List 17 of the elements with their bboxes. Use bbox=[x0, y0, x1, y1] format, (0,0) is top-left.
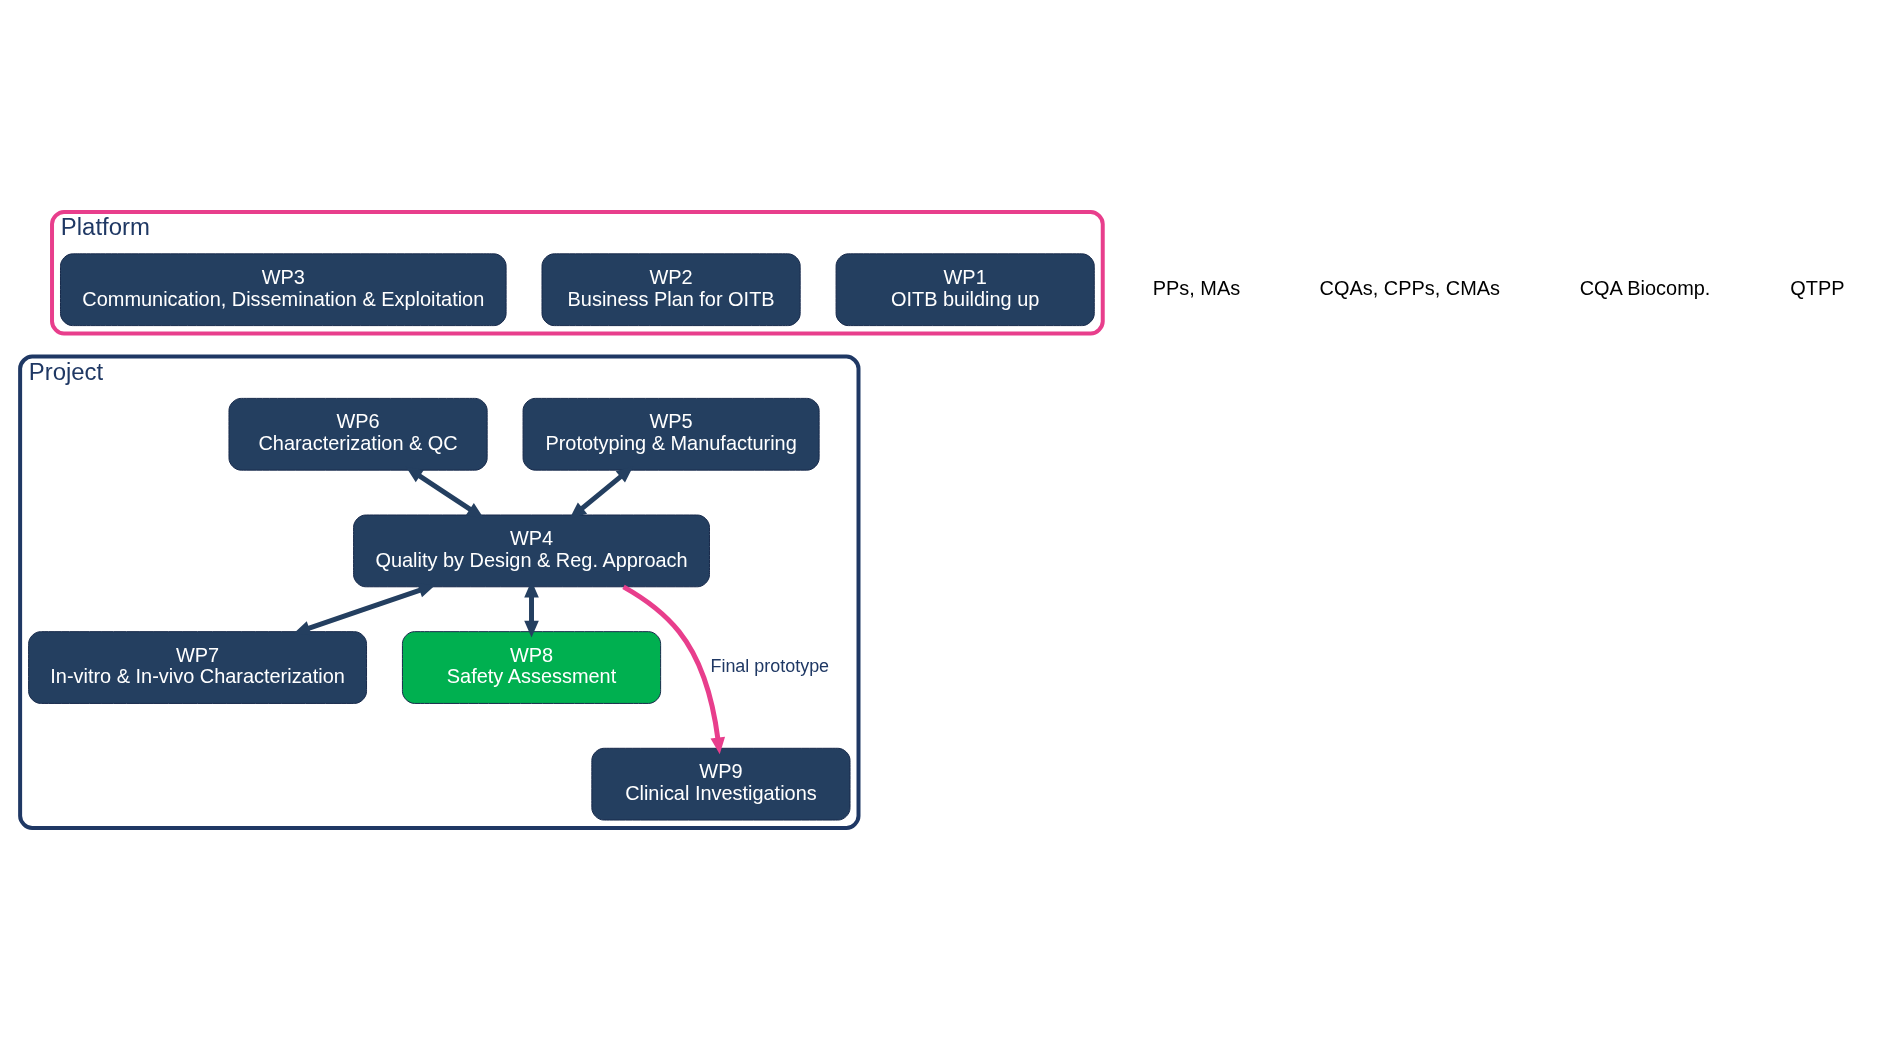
edge-label: Final prototype bbox=[710, 655, 830, 676]
node-box: WP7 In-vitro & In-vivo Characterization bbox=[28, 631, 368, 704]
node-box: WP9 Clinical Investigations bbox=[591, 747, 851, 821]
node-box: WP1 OITB building up bbox=[835, 253, 1095, 327]
label: CQAs, CPPs, CMAs bbox=[1319, 276, 1500, 299]
node-box: WP4 Quality by Design & Reg. Approach bbox=[353, 514, 710, 588]
node-box: WP3 Communication, Dissemination & Exploitation bbox=[60, 253, 507, 327]
label: QTPP bbox=[1790, 276, 1845, 299]
label: PPs, MAs bbox=[1152, 276, 1241, 299]
arrow bbox=[622, 584, 726, 755]
node-box: WP2 Business Plan for OITB bbox=[541, 253, 801, 327]
node-box: WP6 Characterization & QC bbox=[228, 397, 488, 471]
label: CQA Biocomp. bbox=[1579, 276, 1711, 299]
node-box: WP5 Prototyping & Manufacturing bbox=[522, 397, 820, 471]
arrow bbox=[405, 466, 484, 519]
node-box: WP8 Safety Assessment bbox=[401, 631, 662, 704]
arrow bbox=[569, 466, 634, 519]
